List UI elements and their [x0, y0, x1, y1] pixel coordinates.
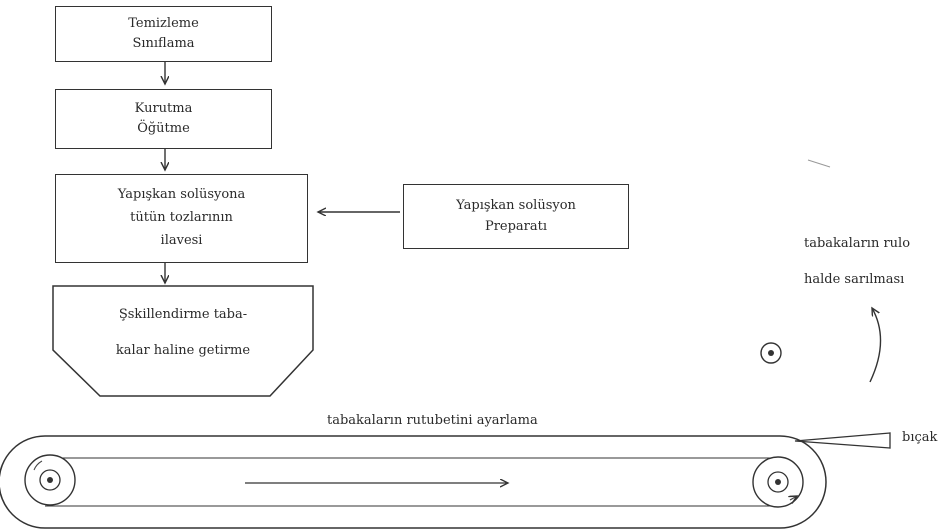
step-drying-grinding: Kurutma Öğütme: [55, 89, 272, 149]
step-cleaning-classification: Temizleme Sınıflama: [55, 6, 272, 62]
roll-icon: [760, 342, 782, 364]
adhesive-solution-box: Yapışkan solüsyon Preparatı: [403, 184, 629, 249]
step-2-line-1: Kurutma: [134, 100, 193, 116]
hopper-shape: [52, 285, 314, 397]
step-3-line-1: Yapışkan solüsyona: [117, 187, 246, 203]
hopper-label: Şskillendirme taba- kalar haline getirme: [58, 297, 308, 369]
knife-label: bıçak: [902, 430, 938, 445]
side-box-line-1: Yapışkan solüsyon: [456, 198, 576, 214]
step-1-line-2: Sınıflama: [132, 36, 195, 51]
hopper-line-1: Şskillendirme taba-: [118, 307, 248, 322]
left-roller-icon: [24, 454, 76, 506]
step-3-line-3: ilavesi: [160, 232, 203, 248]
conveyor-belt-outer: [0, 435, 827, 529]
conveyor-label: tabakaların rutubetini ayarlama: [327, 413, 538, 428]
winding-arrow: [869, 308, 882, 383]
knife-icon: [794, 432, 891, 449]
step-2-line-2: Öğütme: [137, 121, 190, 136]
stray-mark: [807, 159, 831, 168]
roll-winding-label-2: halde sarılması: [804, 272, 905, 287]
roll-winding-label-1: tabakaların rulo: [804, 236, 911, 251]
step-3-line-2: tütün tozlarının: [130, 210, 233, 226]
right-roller-icon: [752, 456, 804, 508]
side-box-line-2: Preparatı: [484, 218, 548, 234]
hopper-line-2: kalar haline getirme: [115, 343, 251, 358]
step-adhesive-mixing: Yapışkan solüsyona tütün tozlarının ilav…: [55, 174, 308, 263]
step-1-line-1: Temizleme: [128, 15, 199, 31]
